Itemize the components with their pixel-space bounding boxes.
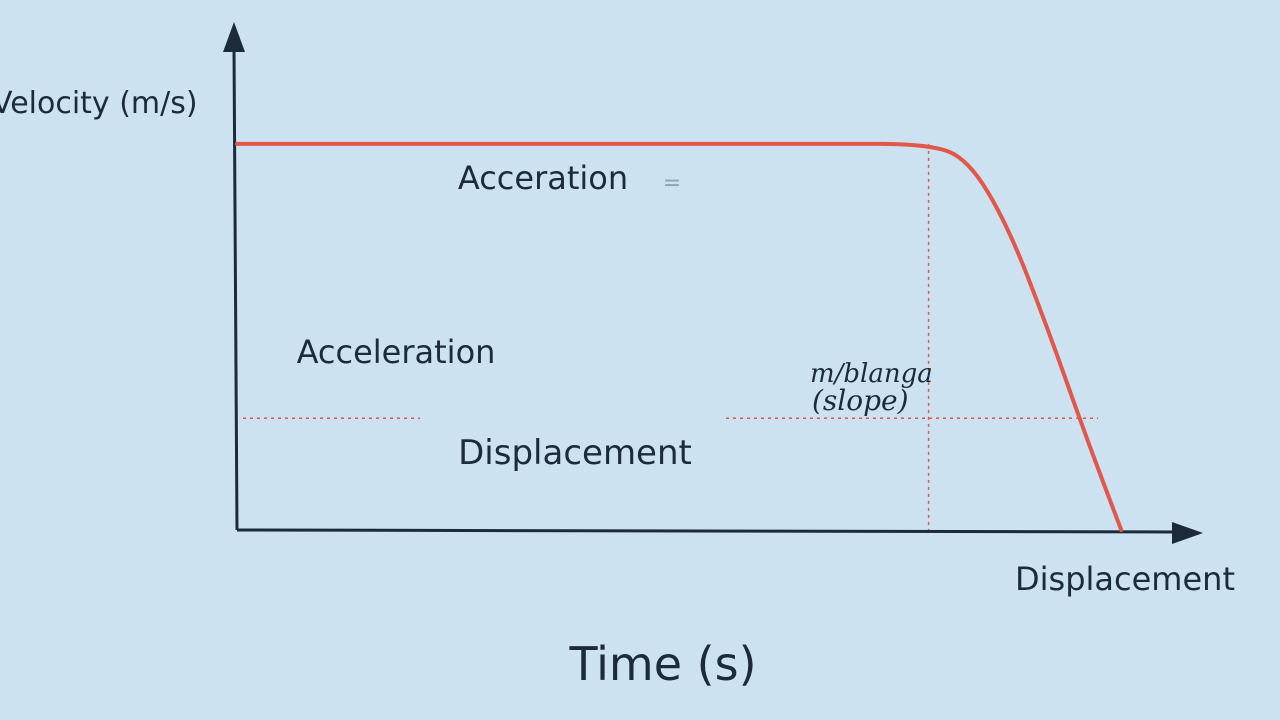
annotation-equals-sign: = (663, 171, 681, 196)
annotation-acceration: Acceration (458, 159, 628, 197)
annotation-slope: (slope) (812, 384, 909, 417)
y-axis-arrow (223, 22, 245, 52)
x-axis-label: Time (s) (568, 637, 756, 691)
annotation-scribble: m/blanga (810, 359, 933, 389)
y-axis-label: Velocity (m/s) (0, 86, 198, 121)
secondary-x-axis-label: Displacement (1015, 560, 1235, 598)
velocity-series-line (235, 141, 1124, 532)
annotation-acceleration: Acceleration (297, 333, 496, 371)
x-axis-arrow (1172, 522, 1203, 544)
annotation-displacement: Displacement (458, 433, 692, 473)
y-axis (232, 49, 239, 531)
x-axis (236, 528, 1176, 534)
